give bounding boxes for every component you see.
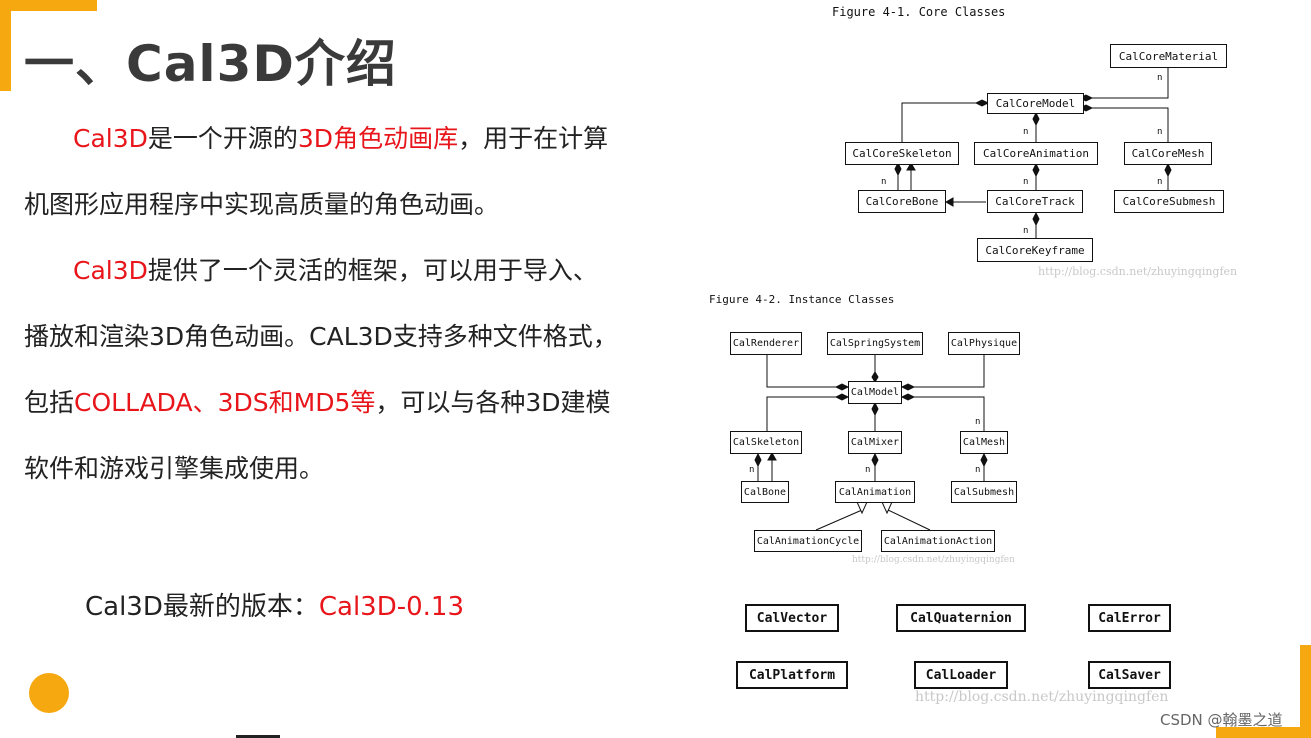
paragraph-1-line-2: 机图形应用程序中实现高质量的角色动画。 — [24, 190, 500, 219]
box-renderer: CalRenderer — [730, 332, 802, 355]
accent-bar-right — [1300, 645, 1311, 738]
box-core-keyframe: CalCoreKeyframe — [977, 238, 1093, 262]
box-mixer: CalMixer — [848, 431, 902, 454]
box-cal-loader: CalLoader — [914, 661, 1008, 689]
highlight-cal3d-2: Cal3D — [73, 256, 148, 285]
highlight-cal3d: Cal3D — [73, 124, 148, 153]
box-core-animation: CalCoreAnimation — [974, 142, 1098, 165]
watermark-figure-2: http://blog.csdn.net/zhuyingqingfen — [852, 555, 1015, 565]
mult-keyframe: n — [1023, 226, 1028, 236]
decorative-dot — [29, 673, 69, 713]
box-core-material: CalCoreMaterial — [1110, 44, 1227, 68]
version-label: Cal3D最新的版本： — [85, 592, 319, 622]
highlight-animation-library: 3D角色动画库 — [297, 124, 459, 153]
box-cal-vector: CalVector — [745, 604, 839, 632]
paragraph-2-line-2: 播放和渲染3D角色动画。CAL3D支持多种文件格式， — [24, 322, 618, 351]
decorative-underline — [236, 735, 280, 738]
box-core-model: CalCoreModel — [987, 93, 1084, 114]
figure-1-title: Figure 4-1. Core Classes — [832, 5, 1006, 19]
version-value: Cal3D-0.13 — [318, 592, 465, 622]
mult-material: n — [1157, 73, 1162, 83]
watermark-figure-1: http://blog.csdn.net/zhuyingqingfen — [1038, 265, 1238, 278]
slide-title: 一、Cal3D介绍 — [24, 35, 397, 93]
box-mesh: CalMesh — [960, 431, 1008, 454]
para1-text: 是一个开源的 — [147, 124, 298, 153]
box-submesh: CalSubmesh — [951, 481, 1017, 503]
watermark-figure-3: http://blog.csdn.net/zhuyingqingfen — [915, 689, 1169, 705]
box-animation-cycle: CalAnimationCycle — [754, 530, 862, 552]
box-core-skeleton: CalCoreSkeleton — [845, 142, 959, 165]
highlight-formats: COLLADA、3DS和MD5等 — [74, 388, 376, 417]
mult-calsubmesh: n — [975, 465, 980, 475]
box-animation: CalAnimation — [835, 481, 915, 503]
mult-bone: n — [881, 177, 886, 187]
mult-submesh: n — [1157, 177, 1162, 187]
para2-line3-text: 包括 — [24, 388, 75, 417]
box-cal-error: CalError — [1088, 604, 1171, 632]
mult-calmesh: n — [975, 417, 980, 427]
paragraph-1-line-1: Cal3D是一个开源的3D角色动画库，用于在计算 — [73, 124, 608, 154]
para1-text-2: ，用于在计算 — [458, 124, 609, 153]
mult-calbone: n — [749, 465, 754, 475]
box-cal-platform: CalPlatform — [736, 661, 848, 689]
box-core-bone: CalCoreBone — [858, 190, 946, 213]
csdn-credit: CSDN @翰墨之道 — [1160, 711, 1283, 729]
para2-line3-text-2: ，可以与各种3D建模 — [375, 388, 611, 417]
paragraph-2-line-1: Cal3D提供了一个灵活的框架，可以用于导入、 — [73, 256, 598, 286]
mult-mesh: n — [1157, 127, 1162, 137]
accent-bar-top — [0, 0, 97, 11]
box-bone: CalBone — [741, 481, 789, 503]
paragraph-2-line-4: 软件和游戏引擎集成使用。 — [24, 454, 325, 483]
box-core-submesh: CalCoreSubmesh — [1114, 190, 1224, 213]
box-cal-saver: CalSaver — [1088, 661, 1171, 689]
box-physique: CalPhysique — [948, 332, 1020, 355]
mult-track: n — [1023, 177, 1028, 187]
accent-bar-bottom — [1216, 727, 1311, 738]
box-animation-action: CalAnimationAction — [881, 530, 995, 552]
figure-2-title: Figure 4-2. Instance Classes — [709, 293, 895, 306]
box-skeleton: CalSkeleton — [730, 431, 802, 454]
box-core-track: CalCoreTrack — [987, 190, 1083, 213]
mult-animation: n — [1023, 127, 1028, 137]
multiplicity-labels: n n n n n n n n n n n — [749, 73, 1162, 475]
box-model: CalModel — [848, 381, 902, 404]
box-spring-system: CalSpringSystem — [827, 332, 923, 355]
box-cal-quaternion: CalQuaternion — [896, 604, 1026, 632]
accent-bar-left — [0, 11, 11, 91]
para2-text: 提供了一个灵活的框架，可以用于导入、 — [147, 256, 598, 285]
paragraph-2-line-3: 包括COLLADA、3DS和MD5等，可以与各种3D建模 — [24, 388, 611, 418]
box-core-mesh: CalCoreMesh — [1124, 142, 1212, 165]
version-line: Cal3D最新的版本：Cal3D-0.13 — [85, 586, 464, 623]
mult-calanimation: n — [865, 465, 870, 475]
